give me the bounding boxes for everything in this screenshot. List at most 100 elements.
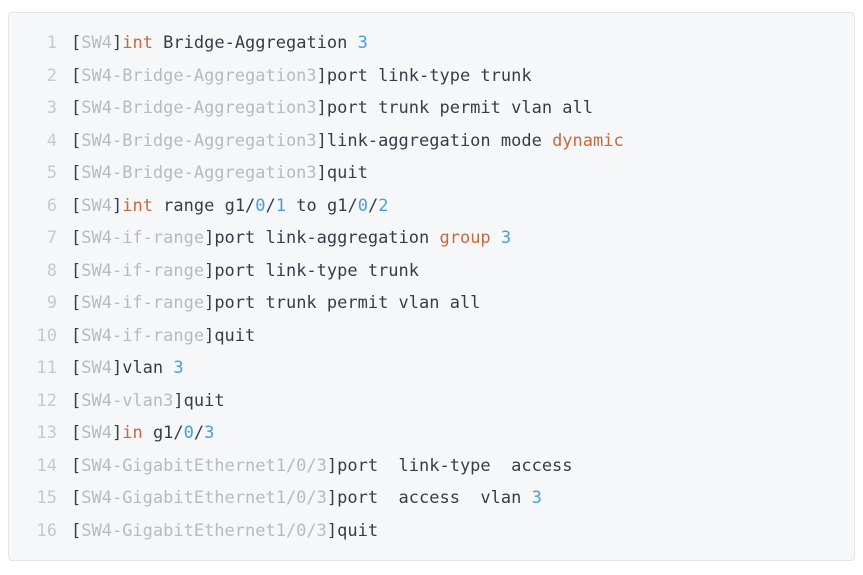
code-token: 0 — [255, 195, 266, 216]
code-text: [SW4-if-range]port link-type trunk — [71, 255, 419, 288]
code-token: group — [439, 228, 491, 248]
code-token: 1 — [275, 195, 287, 216]
code-token: [ — [71, 390, 82, 411]
code-token: 3 — [531, 488, 542, 508]
code-text: [SW4]vlan 3 — [71, 352, 184, 385]
code-token: ] — [111, 33, 123, 53]
code-text: [SW4-Bridge-Aggregation3]port trunk perm… — [71, 92, 593, 125]
code-line: 8 [SW4-if-range]port link-type trunk — [9, 255, 844, 288]
code-line: 9 [SW4-if-range]port trunk permit vlan a… — [9, 287, 844, 320]
code-token: SW4-GigabitEthernet1/0/3 — [81, 488, 327, 508]
code-text: [SW4-GigabitEthernet1/0/3]port access vl… — [71, 482, 542, 515]
code-token: ]port trunk permit vlan all — [316, 98, 593, 118]
code-block: 1 [SW4]int Bridge-Aggregation 3 2 [SW4-B… — [8, 12, 855, 561]
code-token: to g1/ — [286, 195, 358, 216]
code-text: [SW4]int range g1/0/1 to g1/0/2 — [71, 190, 388, 223]
code-lines: 1 [SW4]int Bridge-Aggregation 3 2 [SW4-B… — [9, 13, 854, 560]
code-token: ]quit — [326, 520, 379, 541]
code-line: 3 [SW4-Bridge-Aggregation3]port trunk pe… — [9, 92, 844, 125]
code-line: 15 [SW4-GigabitEthernet1/0/3]port access… — [9, 482, 844, 515]
code-token: [ — [71, 195, 82, 216]
code-token: [ — [71, 358, 82, 378]
line-number: 2 — [46, 65, 57, 86]
line-number: 15 — [36, 488, 57, 508]
code-token: 2 — [378, 195, 389, 216]
line-number: 13 — [36, 423, 57, 443]
code-token: / — [193, 423, 205, 443]
code-token: [ — [71, 98, 82, 118]
line-number: 7 — [46, 228, 57, 248]
code-token: ] — [111, 195, 123, 216]
line-number: 3 — [46, 98, 57, 118]
code-line: 14 [SW4-GigabitEthernet1/0/3]port link-t… — [9, 450, 844, 483]
code-line: 7 [SW4-if-range]port link-aggregation gr… — [9, 222, 844, 255]
line-number: 8 — [46, 260, 57, 281]
code-token: [ — [71, 33, 82, 53]
code-text: [SW4]int Bridge-Aggregation 3 — [71, 27, 368, 60]
line-number: 9 — [46, 293, 57, 313]
code-token: / — [367, 195, 379, 216]
code-token: SW4-if-range — [81, 228, 205, 248]
line-number: 14 — [36, 455, 57, 476]
code-token: [ — [71, 325, 82, 346]
code-token: ]port link-type access — [326, 455, 573, 476]
code-token: / — [265, 195, 276, 216]
code-token: ]port link-type trunk — [316, 65, 532, 86]
line-number: 4 — [46, 130, 57, 151]
code-token: SW4-if-range — [81, 260, 205, 281]
code-token: SW4 — [81, 358, 112, 378]
code-token: ]port access vlan — [326, 488, 532, 508]
code-token: SW4-if-range — [81, 325, 205, 346]
code-token: [ — [71, 260, 82, 281]
code-text: [SW4-Bridge-Aggregation3]quit — [71, 157, 368, 190]
code-line: 6 [SW4]int range g1/0/1 to g1/0/2 — [9, 190, 844, 223]
code-token: 0 — [183, 423, 194, 443]
code-token: in — [122, 423, 143, 443]
code-token: ]quit — [173, 390, 225, 411]
code-token: SW4-if-range — [81, 293, 205, 313]
code-token: SW4-vlan3 — [81, 390, 174, 411]
code-token: [ — [71, 455, 82, 476]
code-text: [SW4-Bridge-Aggregation3]port link-type … — [71, 60, 532, 93]
code-token: g1/ — [142, 423, 184, 443]
code-token: [ — [71, 65, 82, 86]
line-number: 12 — [36, 390, 57, 411]
code-line: 1 [SW4]int Bridge-Aggregation 3 — [9, 27, 844, 60]
code-token: ] — [111, 423, 123, 443]
code-token: SW4 — [81, 423, 112, 443]
code-line: 5 [SW4-Bridge-Aggregation3]quit — [9, 157, 844, 190]
code-token: ]quit — [204, 325, 256, 346]
code-token: [ — [71, 423, 82, 443]
line-number: 5 — [46, 163, 57, 183]
code-token: ]link-aggregation mode — [316, 130, 553, 151]
code-token: SW4-Bridge-Aggregation3 — [81, 163, 317, 183]
code-token: 3 — [173, 358, 184, 378]
code-token: int — [122, 195, 153, 216]
code-token: SW4-Bridge-Aggregation3 — [81, 98, 317, 118]
code-token: SW4 — [81, 33, 112, 53]
code-token: [ — [71, 488, 82, 508]
code-token: ]port link-aggregation — [204, 228, 440, 248]
code-token: ]port trunk permit vlan all — [204, 293, 481, 313]
code-text: [SW4-vlan3]quit — [71, 385, 225, 418]
code-line: 2 [SW4-Bridge-Aggregation3]port link-typ… — [9, 60, 844, 93]
code-text: [SW4-if-range]port link-aggregation grou… — [71, 222, 511, 255]
line-number: 1 — [46, 33, 57, 53]
code-token: Bridge-Aggregation — [152, 33, 358, 53]
line-number: 10 — [36, 325, 57, 346]
code-line: 16 [SW4-GigabitEthernet1/0/3]quit — [9, 515, 844, 548]
code-line: 10 [SW4-if-range]quit — [9, 320, 844, 353]
code-text: [SW4-Bridge-Aggregation3]link-aggregatio… — [71, 125, 624, 158]
line-number: 16 — [36, 520, 57, 541]
code-text: [SW4-if-range]quit — [71, 320, 255, 353]
line-number: 11 — [36, 358, 57, 378]
code-token: 3 — [357, 33, 368, 53]
code-token: [ — [71, 293, 82, 313]
code-token: 3 — [204, 423, 215, 443]
code-token: [ — [71, 130, 82, 151]
code-line: 4 [SW4-Bridge-Aggregation3]link-aggregat… — [9, 125, 844, 158]
code-token: [ — [71, 520, 82, 541]
code-token: ]port link-type trunk — [204, 260, 420, 281]
code-token: ]quit — [316, 163, 368, 183]
code-text: [SW4-if-range]port trunk permit vlan all — [71, 287, 480, 320]
